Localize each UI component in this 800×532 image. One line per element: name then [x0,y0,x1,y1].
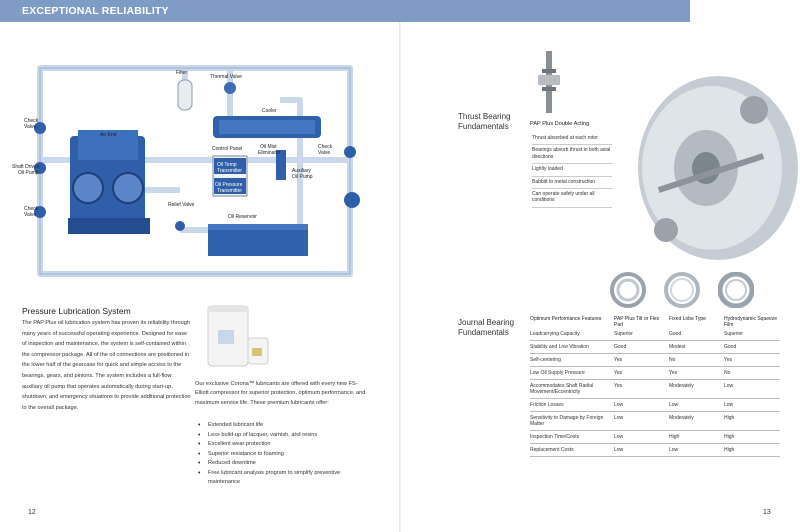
thrust-bearing-image [538,51,560,113]
tilt-pad-bearing-image [610,272,646,308]
air-end [68,130,150,234]
lubrication-diagram: Filter Thermal Valve Cooler Check Valve … [12,65,360,277]
svg-text:Transmitter: Transmitter [217,188,242,194]
page-number-right: 13 [763,509,771,516]
list-item: Extended lubricant life [198,421,373,431]
list-item: Reduced downtime [198,459,373,469]
list-item: Bearings absorb thrust in both axial dir… [532,145,612,165]
svg-text:Oil Pump: Oil Pump [18,170,39,176]
label-filter: Filter [176,70,187,76]
svg-text:Eliminator: Eliminator [258,150,281,156]
bull-gear-rotor-image [638,76,798,260]
thrust-bearing-title: Thrust Bearing Fundamentals [458,112,511,131]
page-spine [399,0,401,532]
squeeze-film-bearing-image [718,272,754,308]
lubricants-list: Extended lubricant life Less build-up of… [198,421,373,488]
label-thermal-valve: Thermal Valve [210,74,242,80]
list-item: Less build-up of lacquer, varnish, and r… [198,431,373,441]
svg-text:Valve: Valve [318,150,330,156]
label-oil-mist: Oil Mist [260,144,277,150]
header-band: EXCEPTIONAL RELIABILITY [0,0,690,22]
list-item: Thrust absorbed at each rotor [532,133,612,146]
journal-bearing-table: Optimum Performance Features PAP Plus Ti… [530,316,780,457]
list-item: Can operate safely under all conditions [532,189,612,208]
lubricants-intro: Our exclusive Corona™ lubricants are off… [195,381,366,406]
section-title: EXCEPTIONAL RELIABILITY [22,5,169,17]
svg-text:Transmitter: Transmitter [217,168,242,174]
svg-text:Oil Temp: Oil Temp [217,162,237,168]
label-aux-pump: Auxiliary [292,168,311,174]
svg-text:Valve: Valve [24,124,36,130]
page-number-left: 12 [28,509,36,516]
label-oil-reservoir: Oil Reservoir [228,214,257,220]
table-header: Optimum Performance Features PAP Plus Ti… [530,316,778,328]
list-item: Superior resistance to foaming [198,450,373,460]
fixed-lobe-bearing-image [664,272,700,308]
thrust-bearing-subtitle: PAP Plus Double Acting [530,121,590,127]
label-check-valve-2: Check [24,206,39,212]
list-item: Babbitt to metal construction [532,177,612,190]
thrust-bearing-list: Thrust absorbed at each rotor Bearings a… [532,133,612,208]
label-relief-valve: Relief Valve [168,202,195,208]
journal-bearing-title: Journal Bearing Fundamentals [458,318,515,337]
list-item: Lightly loaded [532,164,612,177]
pressure-lub-body: The PAP Plus oil lubrication system has … [22,320,191,411]
label-check-valve-1: Check [24,118,39,124]
svg-text:Valve: Valve [24,212,36,218]
label-shaft-pump: Shaft Driven [12,164,40,170]
table-row: Accommodates Shaft Radial Movement/Eccen… [530,380,780,399]
label-control-panel: Control Panel [212,146,242,152]
list-item: Free lubricant analysis program to simpl… [198,469,373,488]
pressure-lub-title: Pressure Lubrication System [22,306,131,316]
label-air-end: Air End [100,132,117,138]
lubricant-barrels-image [207,305,269,367]
svg-text:Oil Pressure: Oil Pressure [215,182,243,188]
label-cooler: Cooler [262,108,277,114]
list-item: Excellent wear protection [198,440,373,450]
label-check-valve-3: Check [318,144,333,150]
svg-text:Oil Pump: Oil Pump [292,174,313,180]
